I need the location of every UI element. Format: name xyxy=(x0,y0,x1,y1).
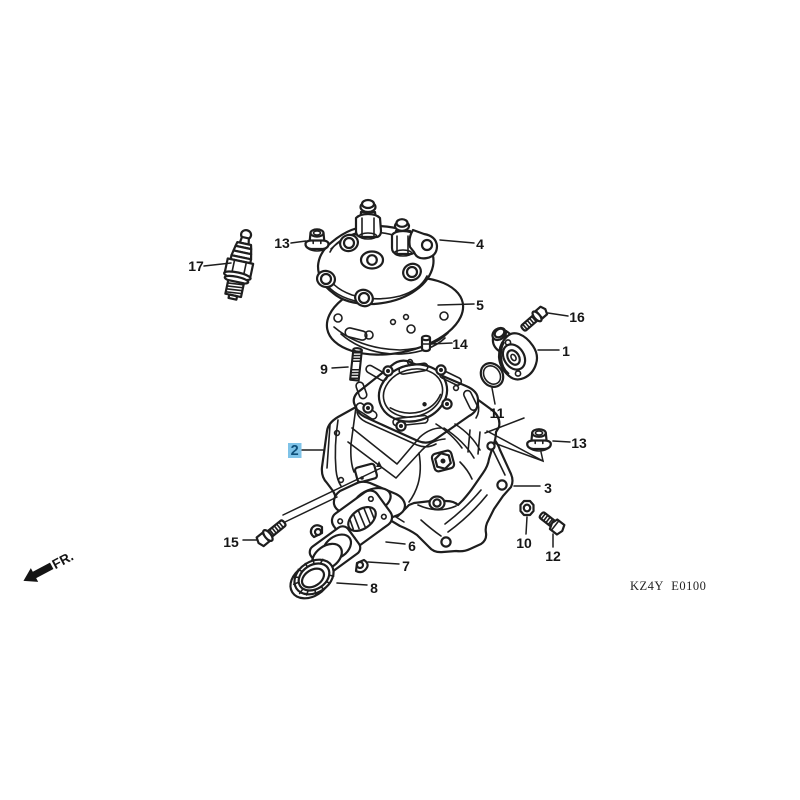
svg-text:15: 15 xyxy=(223,534,239,550)
svg-text:KZ4Y E0100: KZ4Y E0100 xyxy=(630,579,706,593)
svg-text:8: 8 xyxy=(370,580,378,596)
svg-text:6: 6 xyxy=(408,538,416,554)
svg-text:17: 17 xyxy=(188,258,204,274)
svg-text:7: 7 xyxy=(402,558,410,574)
svg-text:FR.: FR. xyxy=(50,549,76,572)
svg-text:3: 3 xyxy=(544,480,552,496)
svg-text:12: 12 xyxy=(545,548,561,564)
svg-text:5: 5 xyxy=(476,297,484,313)
svg-text:16: 16 xyxy=(569,309,585,325)
svg-text:14: 14 xyxy=(452,336,468,352)
svg-text:11: 11 xyxy=(490,405,505,421)
svg-text:4: 4 xyxy=(476,236,484,252)
svg-text:9: 9 xyxy=(320,361,328,377)
svg-text:13: 13 xyxy=(274,235,290,251)
svg-text:13: 13 xyxy=(571,435,587,451)
svg-text:2: 2 xyxy=(291,443,299,459)
svg-text:1: 1 xyxy=(562,343,570,359)
svg-text:10: 10 xyxy=(516,535,532,551)
